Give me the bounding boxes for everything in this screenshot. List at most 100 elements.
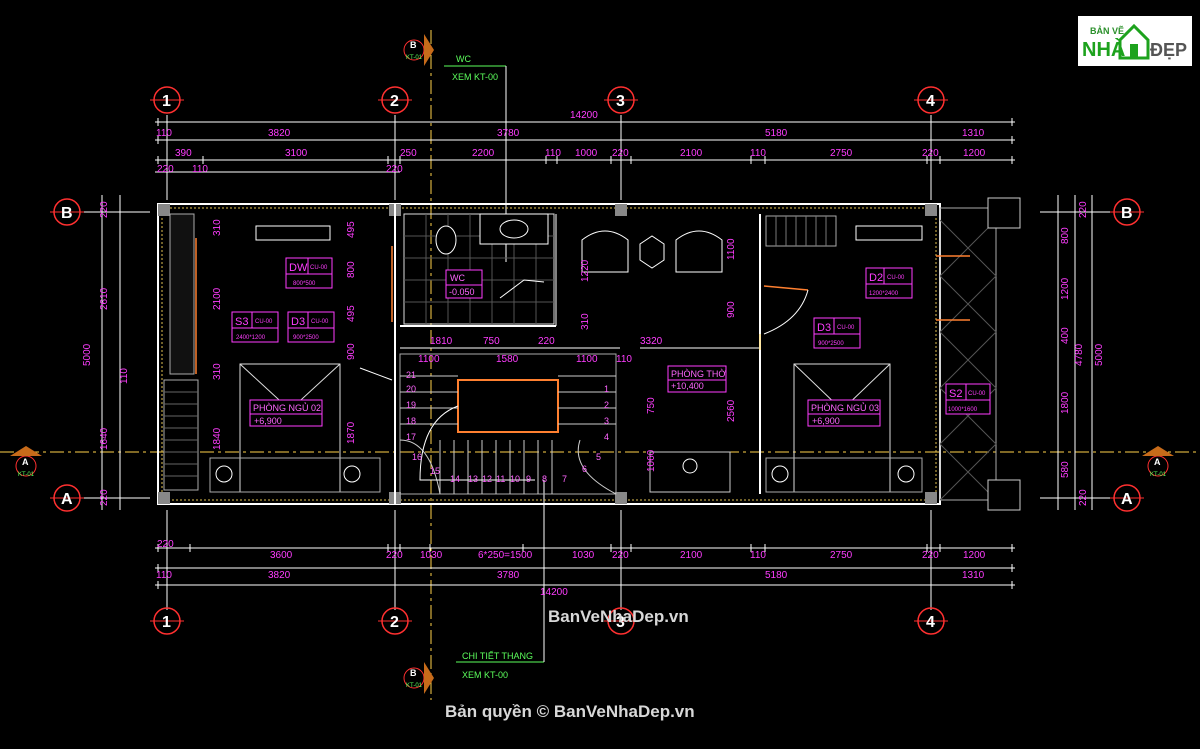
svg-text:B: B <box>410 40 417 50</box>
svg-text:PHÒNG NGỦ 03: PHÒNG NGỦ 03 <box>811 402 879 413</box>
svg-text:19: 19 <box>406 400 416 410</box>
tag-dw: DW CU-00 800*500 <box>285 257 333 289</box>
svg-text:A: A <box>22 457 29 467</box>
svg-text:KT-01: KT-01 <box>1150 472 1167 478</box>
wc-room: WC -0.050 <box>403 213 555 325</box>
svg-text:400: 400 <box>1060 327 1071 344</box>
bedroom-02: PHÒNG NGỦ 02 +6,900 DW CU-00 800*500 S3 … <box>163 213 381 493</box>
logo-brand-left: NHÀ <box>1082 38 1125 61</box>
svg-text:1030: 1030 <box>572 550 595 561</box>
svg-text:XEM KT-00: XEM KT-00 <box>462 670 508 680</box>
svg-text:KT-01: KT-01 <box>406 683 423 689</box>
svg-text:KT-01: KT-01 <box>406 55 423 61</box>
svg-text:220: 220 <box>157 539 174 550</box>
svg-text:18: 18 <box>406 416 416 426</box>
svg-text:8: 8 <box>542 474 547 484</box>
svg-text:3: 3 <box>616 614 625 631</box>
svg-text:7: 7 <box>562 474 567 484</box>
svg-text:110: 110 <box>119 368 130 384</box>
svg-text:D3: D3 <box>817 322 831 334</box>
watermark-mid: BanVeNhaDep.vn <box>548 607 689 626</box>
axis-bubble-3-top: 3 <box>604 86 638 114</box>
svg-text:310: 310 <box>212 363 223 380</box>
section-marker-B-top: B KT-01 <box>403 34 434 66</box>
staircase: 1 2 3 4 5 6 7 8 9 10 11 12 13 14 15 16 1… <box>399 353 617 495</box>
svg-text:1640: 1640 <box>99 427 110 450</box>
svg-text:14200: 14200 <box>540 587 568 598</box>
svg-text:2610: 2610 <box>99 287 110 310</box>
svg-text:6*250=1500: 6*250=1500 <box>478 550 533 561</box>
svg-text:PHÒNG THỜ: PHÒNG THỜ <box>671 369 726 379</box>
svg-text:9: 9 <box>526 474 531 484</box>
door-swings <box>195 238 970 381</box>
svg-text:800: 800 <box>346 261 357 278</box>
svg-text:750: 750 <box>483 336 500 347</box>
svg-text:10: 10 <box>510 474 520 484</box>
svg-text:15: 15 <box>430 466 440 476</box>
svg-text:1310: 1310 <box>962 570 985 581</box>
svg-text:+6,900: +6,900 <box>254 416 282 426</box>
svg-text:1030: 1030 <box>420 550 443 561</box>
lamp-icon <box>771 465 789 483</box>
svg-text:310: 310 <box>580 313 591 330</box>
svg-text:3: 3 <box>604 416 609 426</box>
tag-d3-right: D3 CU-00 900*2500 <box>813 317 861 349</box>
svg-text:3100: 3100 <box>285 148 308 159</box>
dimension-ticks <box>157 118 1013 589</box>
svg-text:1060: 1060 <box>646 449 657 472</box>
svg-text:220: 220 <box>1078 489 1089 506</box>
dims-left: 220 2610 5000 110 1640 220 <box>82 201 130 506</box>
svg-text:220: 220 <box>922 148 939 159</box>
svg-text:20: 20 <box>406 384 416 394</box>
svg-text:1870: 1870 <box>346 421 357 444</box>
svg-text:5: 5 <box>596 452 601 462</box>
svg-text:900*2500: 900*2500 <box>818 341 844 347</box>
svg-text:110: 110 <box>750 550 766 561</box>
svg-text:CU-00: CU-00 <box>968 391 986 397</box>
svg-text:B: B <box>61 205 73 222</box>
svg-text:110: 110 <box>545 148 561 159</box>
grid-lines <box>0 30 1200 700</box>
sink-icon <box>499 219 529 239</box>
svg-text:1000: 1000 <box>575 148 598 159</box>
watermark-bottom: Bản quyền © BanVeNhaDep.vn <box>445 702 695 721</box>
svg-text:220: 220 <box>922 550 939 561</box>
svg-text:1220: 1220 <box>580 259 591 282</box>
dims-inner: 310 2100 310 1840 495 800 495 900 1870 1… <box>212 219 737 472</box>
svg-text:1200: 1200 <box>963 148 986 159</box>
section-marker-B-bottom: B KT-01 <box>403 662 434 694</box>
svg-text:580: 580 <box>1060 461 1071 478</box>
svg-text:2560: 2560 <box>726 399 737 422</box>
svg-text:16: 16 <box>412 452 422 462</box>
svg-text:220: 220 <box>1078 201 1089 218</box>
svg-text:-0.050: -0.050 <box>449 287 475 297</box>
dims-bottom: 220 3600 220 1030 6*250=1500 1030 220 21… <box>156 539 986 598</box>
svg-text:220: 220 <box>386 164 403 175</box>
svg-text:1000*1600: 1000*1600 <box>948 407 978 413</box>
svg-text:13: 13 <box>468 474 478 484</box>
svg-text:1: 1 <box>604 384 609 394</box>
svg-text:5000: 5000 <box>82 343 93 366</box>
svg-text:110: 110 <box>616 354 632 365</box>
svg-text:1: 1 <box>162 93 171 110</box>
axis-bubble-A-right: A <box>1110 484 1144 512</box>
svg-text:3: 3 <box>616 93 625 110</box>
section-marker-A-left: A KT-01 <box>10 446 42 478</box>
svg-text:220: 220 <box>157 164 174 175</box>
tag-s2: S2 CU-00 1000*1600 <box>945 383 991 415</box>
svg-text:110: 110 <box>192 164 208 175</box>
svg-text:110: 110 <box>156 570 172 581</box>
svg-text:XEM KT-00: XEM KT-00 <box>452 72 498 82</box>
svg-text:800*500: 800*500 <box>293 281 316 287</box>
svg-text:220: 220 <box>612 148 629 159</box>
svg-text:+10,400: +10,400 <box>671 381 704 391</box>
svg-text:2400*1200: 2400*1200 <box>236 335 266 341</box>
svg-text:800: 800 <box>1060 227 1071 244</box>
axis-bubble-1-bottom: 1 <box>150 607 184 635</box>
svg-text:1810: 1810 <box>430 336 453 347</box>
svg-text:3820: 3820 <box>268 128 291 139</box>
svg-text:4780: 4780 <box>1074 343 1085 366</box>
svg-text:5180: 5180 <box>765 128 788 139</box>
svg-text:D3: D3 <box>291 316 305 328</box>
